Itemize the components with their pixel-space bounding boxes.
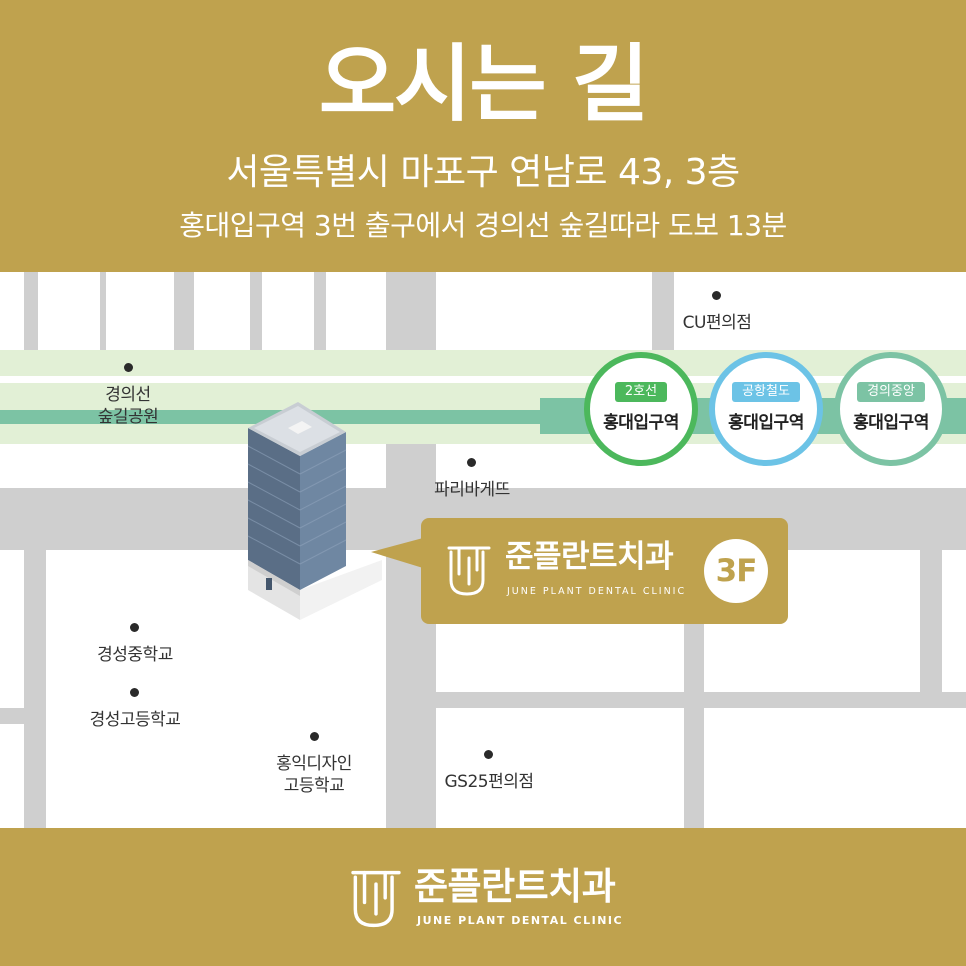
page-title: 오시는 길 xyxy=(318,35,649,133)
map-dot xyxy=(310,732,319,741)
footer-logo-icon xyxy=(351,870,401,928)
clinic-callout: 준플란트치과 JUNE PLANT DENTAL CLINIC 3F xyxy=(421,518,788,624)
map-block xyxy=(942,550,966,692)
map-dot xyxy=(130,623,139,632)
clinic-building xyxy=(247,402,382,620)
footer-clinic-name: 준플란트치과 xyxy=(414,865,616,908)
map-block xyxy=(106,272,174,350)
map-block xyxy=(0,724,24,828)
station-line2: 2호선 홍대입구역 xyxy=(584,352,698,466)
map-dot xyxy=(712,291,721,300)
station-line-badge: 2호선 xyxy=(614,382,668,402)
station-name: 홍대입구역 xyxy=(603,413,679,433)
footer: 준플란트치과 JUNE PLANT DENTAL CLINIC xyxy=(0,828,966,966)
place-paris-baguette: 파리바게뜨 xyxy=(434,480,510,500)
map-dot xyxy=(467,458,476,467)
map-block xyxy=(704,708,966,828)
floor-badge: 3F xyxy=(704,539,768,603)
clinic-name: 준플란트치과 xyxy=(505,539,674,575)
station-airport-rail: 공항철도 홍대입구역 xyxy=(709,352,823,466)
place-park-line1: 경의선 xyxy=(105,385,151,405)
station-line-badge: 공항철도 xyxy=(732,382,800,402)
map-dot xyxy=(124,363,133,372)
place-cu: CU편의점 xyxy=(682,313,752,333)
map-block xyxy=(436,708,684,828)
header: 오시는 길 서울특별시 마포구 연남로 43, 3층 홍대입구역 3번 출구에서… xyxy=(0,0,966,272)
map-block xyxy=(436,272,652,350)
place-park-line2: 숲길공원 xyxy=(97,407,159,427)
map-block xyxy=(38,272,100,350)
map-block xyxy=(0,550,24,708)
footer-clinic-subtitle: JUNE PLANT DENTAL CLINIC xyxy=(417,914,624,927)
place-hongik-line2: 고등학교 xyxy=(283,776,345,796)
place-gs25: GS25편의점 xyxy=(444,772,534,792)
clinic-subtitle: JUNE PLANT DENTAL CLINIC xyxy=(507,586,687,597)
station-line-badge: 경의중앙 xyxy=(857,382,925,402)
clinic-logo-icon xyxy=(447,546,491,596)
map: CU편의점 경의선 숲길공원 파리바게뜨 경성중학교 경성고등학교 홍익디자인 … xyxy=(0,272,966,828)
map-dot xyxy=(130,688,139,697)
callout-pointer xyxy=(371,538,423,568)
park-path xyxy=(0,376,966,383)
place-middle-school: 경성중학교 xyxy=(97,645,173,665)
address-text: 서울특별시 마포구 연남로 43, 3층 xyxy=(226,152,740,193)
directions-text: 홍대입구역 3번 출구에서 경의선 숲길따라 도보 13분 xyxy=(179,209,787,242)
map-block xyxy=(194,272,250,350)
map-block xyxy=(262,272,314,350)
station-name: 홍대입구역 xyxy=(728,413,804,433)
map-block xyxy=(674,272,966,350)
station-name: 홍대입구역 xyxy=(853,413,929,433)
station-gyeongui-jungang: 경의중앙 홍대입구역 xyxy=(834,352,948,466)
place-high-school: 경성고등학교 xyxy=(89,710,181,730)
map-dot xyxy=(484,750,493,759)
map-block xyxy=(326,272,386,350)
map-block xyxy=(0,272,24,350)
place-hongik-line1: 홍익디자인 xyxy=(276,754,352,774)
